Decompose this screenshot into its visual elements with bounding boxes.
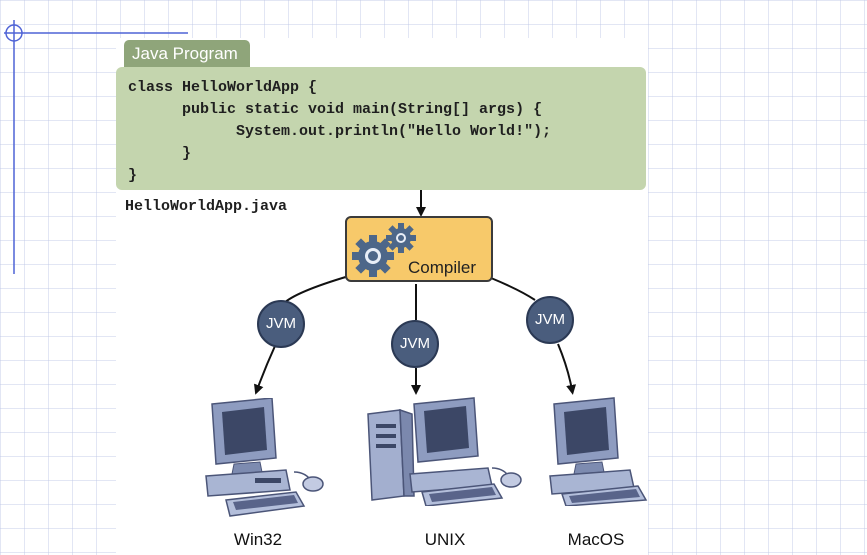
keyboard-icon: [225, 491, 306, 517]
desktop-computer-icon: [549, 397, 648, 506]
compiler-to-win32-arrow: [282, 275, 350, 305]
desktop-computer-icon: [205, 398, 324, 517]
platform-label-win32: Win32: [233, 530, 283, 549]
mouse-icon: [293, 471, 324, 492]
server-tower-icon: [367, 397, 522, 506]
jvm-node-macos: JVM: [526, 296, 574, 344]
source-code-box: class HelloWorldApp { public static void…: [116, 67, 646, 190]
code-line-2: public static void main(String[] args) {: [128, 101, 543, 118]
slide-corner-mark: [4, 20, 188, 274]
jvm-node-unix: JVM: [391, 320, 439, 368]
platform-label-unix: UNIX: [424, 530, 466, 549]
compiler-label: Compiler: [408, 258, 477, 277]
java-program-tab: Java Program: [124, 40, 250, 67]
code-line-5: }: [128, 167, 138, 184]
code-line-4: }: [128, 145, 192, 162]
compiler-to-macos-arrow: [490, 277, 536, 301]
code-line-1: class HelloWorldApp {: [128, 79, 318, 96]
platform-label-macos: MacOS: [567, 530, 625, 549]
compiler-box: Compiler: [345, 216, 493, 282]
source-filename: HelloWorldApp.java: [125, 198, 288, 215]
code-line-3: System.out.println("Hello World!");: [128, 123, 552, 140]
gear-icon: [352, 223, 416, 277]
jvm-node-win32: JVM: [257, 300, 305, 348]
